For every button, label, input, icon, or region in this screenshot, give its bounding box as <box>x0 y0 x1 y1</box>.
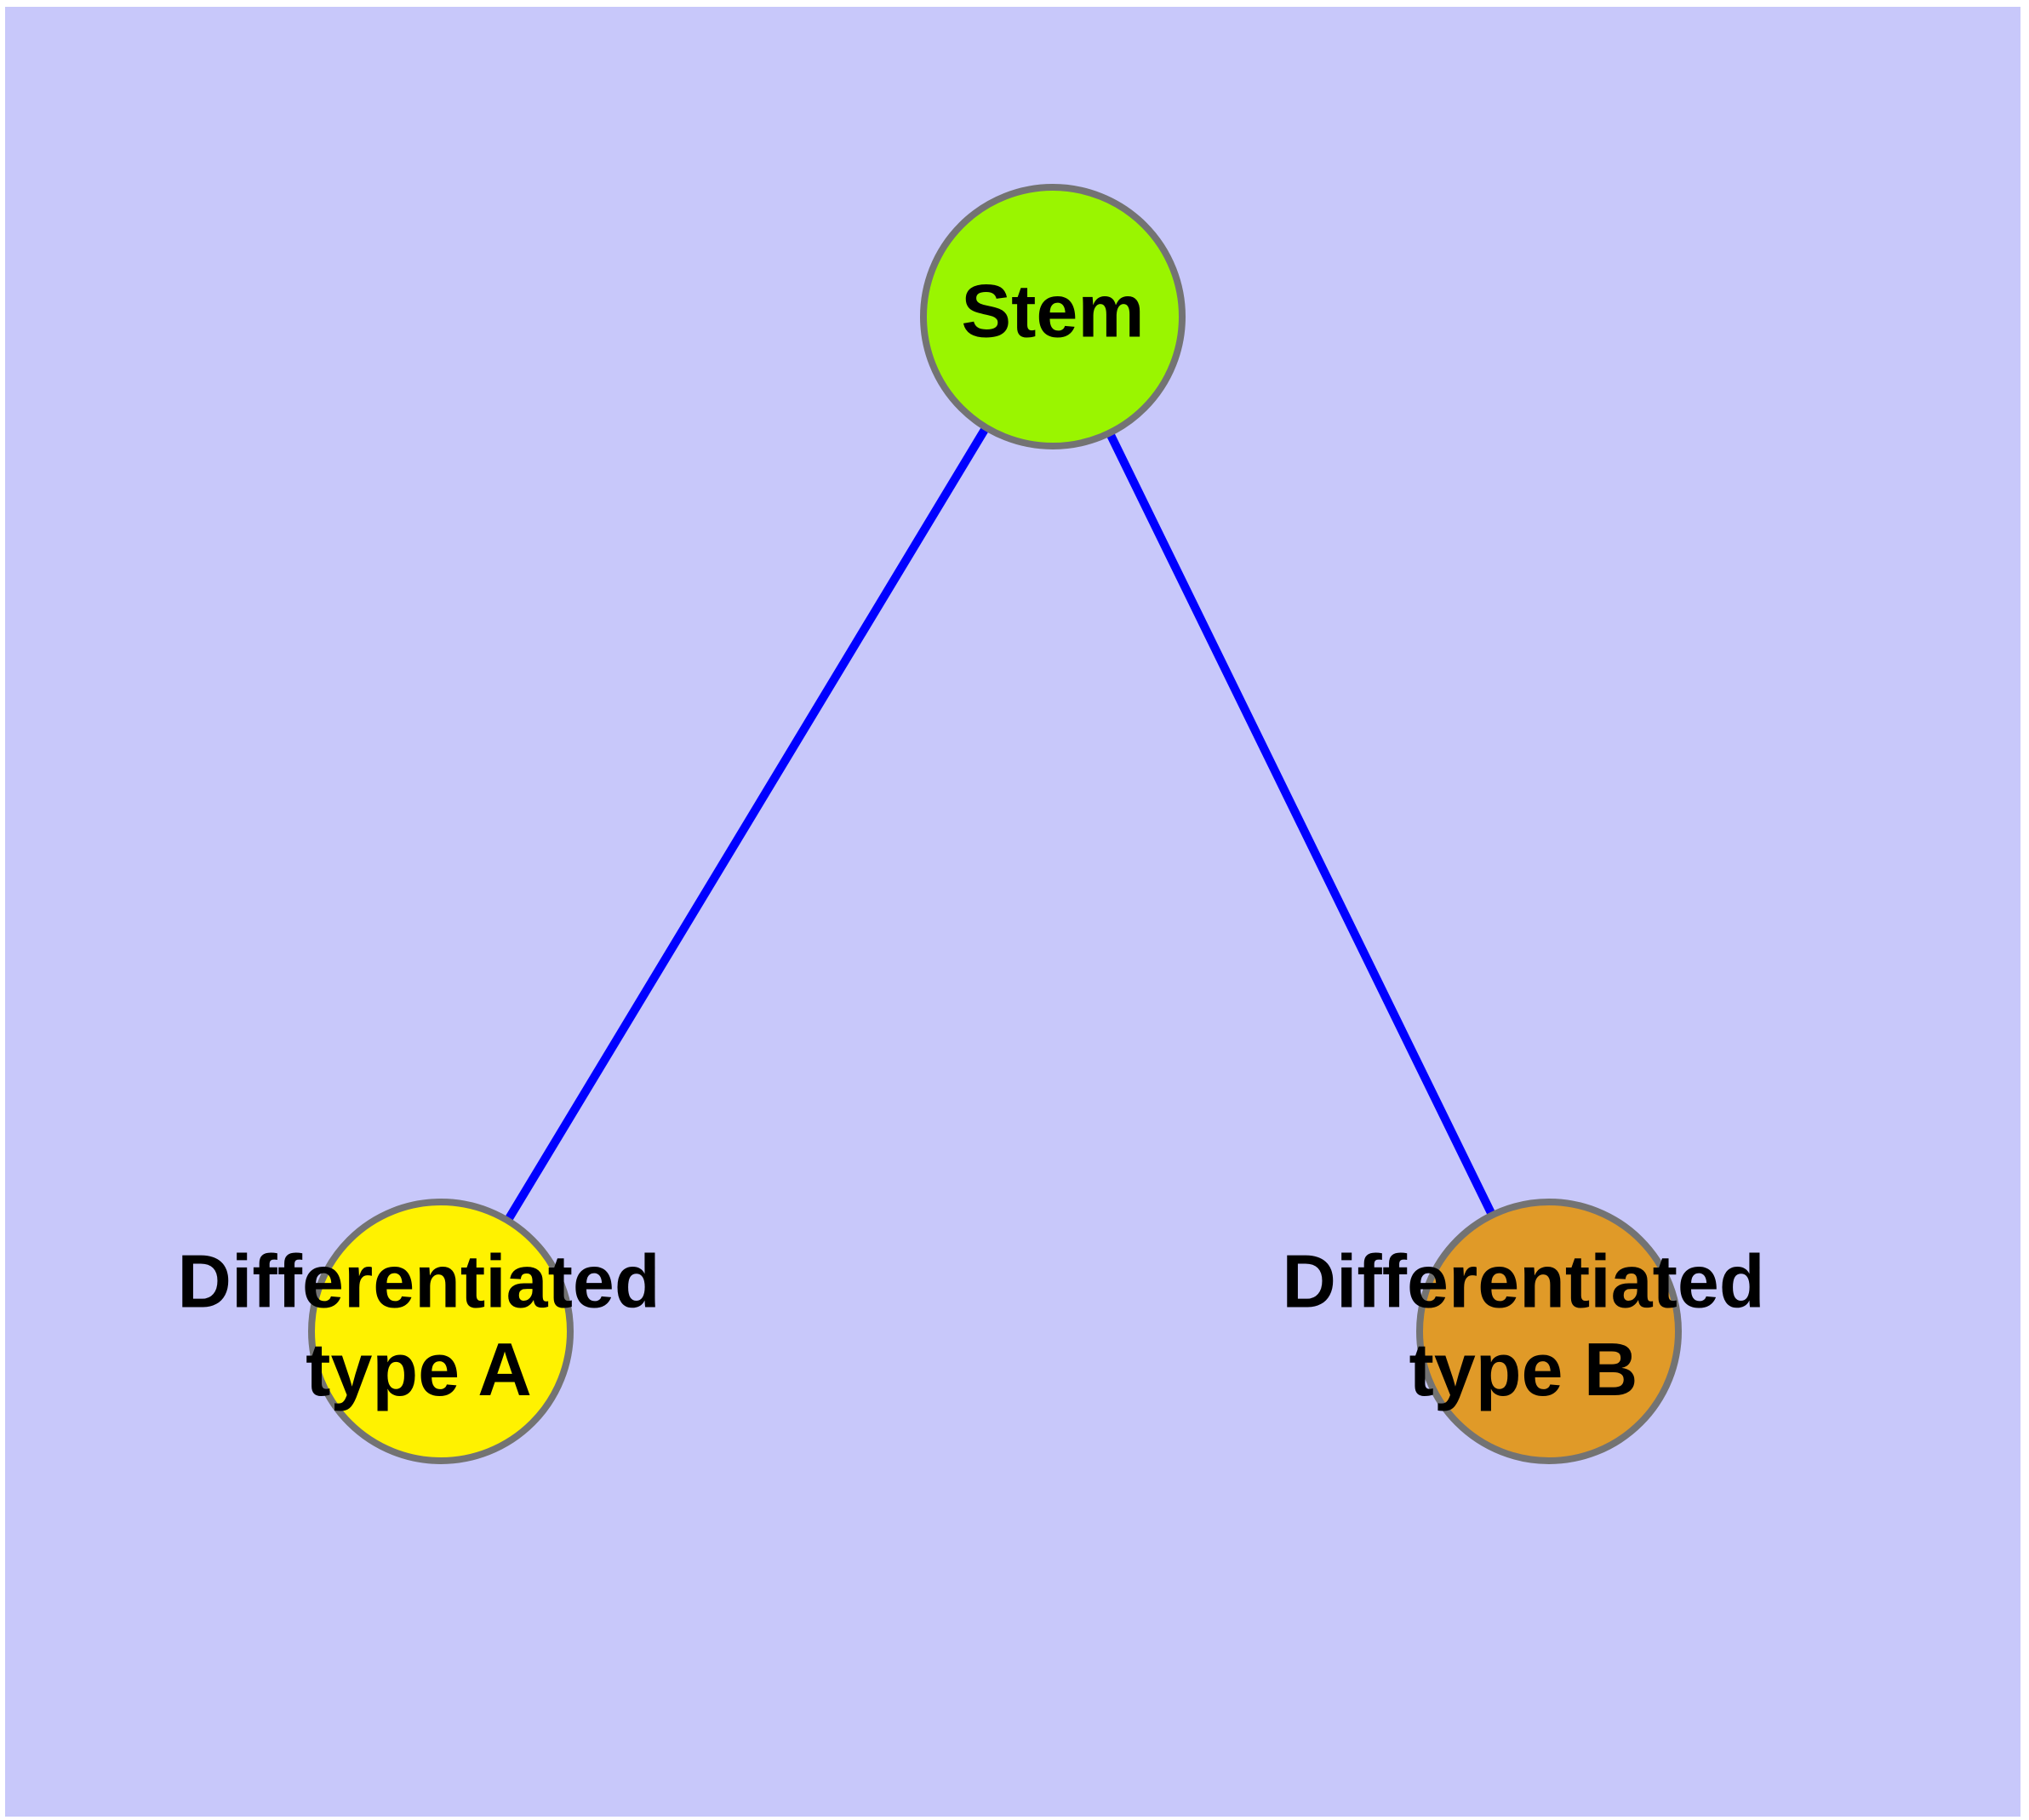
node-circle-stem[interactable] <box>920 184 1186 449</box>
node-label-diff_a-line-1: Differentiated <box>177 1239 660 1323</box>
edge-stem-diff-b <box>1106 431 1496 1217</box>
node-label-diff_b-line-1: Differentiated <box>1282 1239 1764 1323</box>
node-label-diff_b-line-2: type B <box>1409 1327 1638 1411</box>
node-label-stem-line-1: Stem <box>961 268 1144 352</box>
graph-node-stem[interactable]: Stem <box>920 184 1186 449</box>
node-circle-diff_a[interactable] <box>308 1199 574 1464</box>
edge-layer <box>504 425 1496 1223</box>
node-circle-diff_b[interactable] <box>1416 1199 1682 1464</box>
node-label-diff_a-line-2: type A <box>306 1327 532 1411</box>
edge-stem-diff-a <box>504 425 990 1223</box>
